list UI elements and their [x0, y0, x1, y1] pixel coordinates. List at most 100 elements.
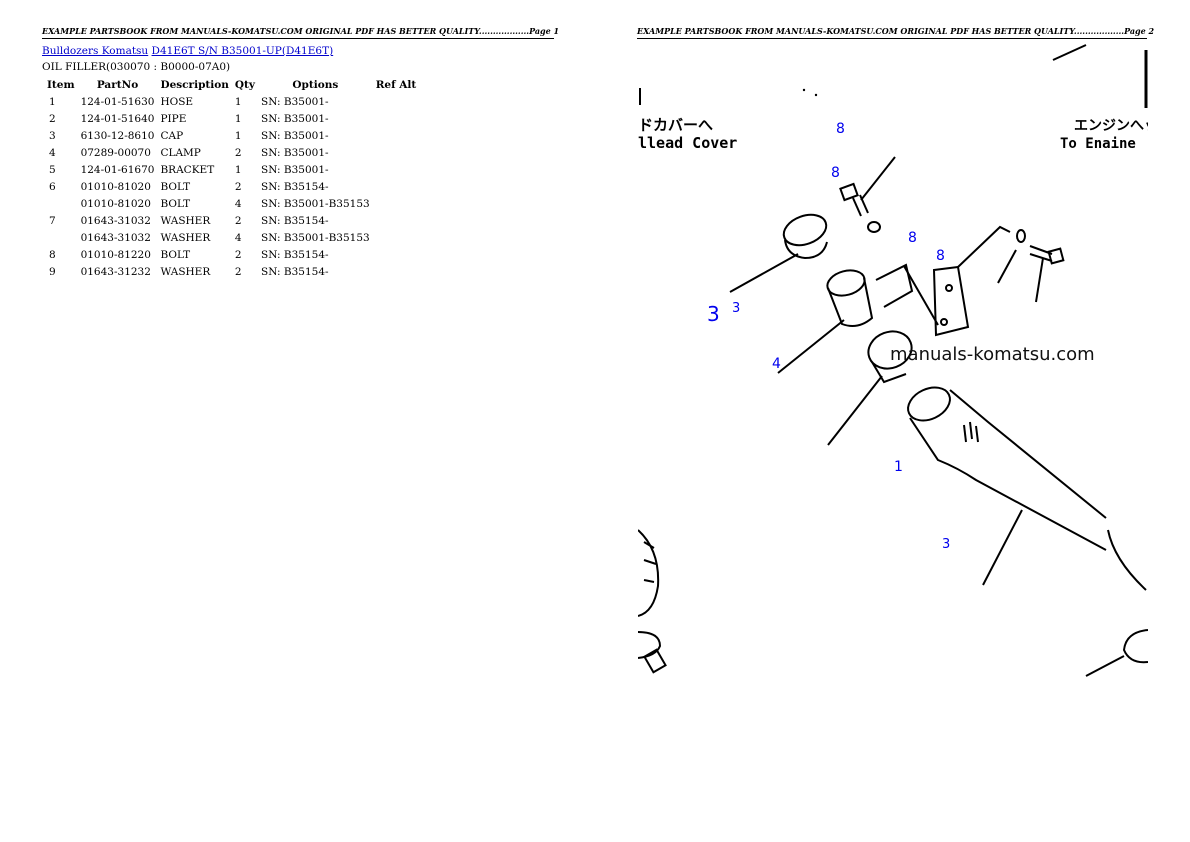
cell-ref-alt — [373, 212, 420, 229]
pipe-icon — [777, 269, 874, 374]
label-en-right: To Enaine — [1060, 136, 1136, 152]
cell-ref-alt — [373, 246, 420, 263]
cell-qty: 1 — [234, 112, 242, 125]
cell-ref-alt — [373, 161, 420, 178]
cell-description: WASHER — [160, 214, 211, 227]
cell-qty: 1 — [234, 163, 242, 176]
cell-partno: 01643-31032 — [80, 214, 151, 227]
hose-icon — [907, 386, 1147, 591]
watermark-text: manuals-komatsu.com — [890, 344, 1095, 365]
callout-8: 8 — [936, 248, 945, 264]
hose-cap-icon — [827, 330, 913, 446]
cell-description: CAP — [160, 129, 184, 142]
cell-partno: 01010-81020 — [80, 180, 151, 193]
callout-8: 8 — [831, 165, 840, 181]
cell-item: 6 — [49, 180, 56, 193]
cell-description: BOLT — [160, 180, 191, 193]
cell-ref-alt — [373, 127, 420, 144]
cell-qty: 1 — [234, 129, 242, 142]
cell-partno: 124-01-51630 — [80, 95, 155, 108]
col-header-item: Item — [47, 78, 75, 91]
cell-options: SN: B35154- — [261, 265, 329, 278]
cell-description: PIPE — [160, 112, 187, 125]
cell-options: SN: B35001- — [261, 146, 329, 159]
leader-line — [1052, 44, 1087, 61]
cell-ref-alt — [373, 195, 420, 212]
table-row: 01010-81020 BOLT 4 SN: B35001-B35153 — [44, 195, 419, 212]
page-header: EXAMPLE PARTSBOOK FROM MANUALS-KOMATSU.C… — [42, 26, 559, 39]
col-header-qty: Qty — [234, 78, 256, 91]
breadcrumb: Bulldozers Komatsu D41E6T S/N B35001-UP(… — [42, 45, 333, 57]
cell-ref-alt — [373, 229, 420, 246]
cell-description: HOSE — [160, 95, 194, 108]
cell-item: 7 — [49, 214, 56, 227]
cell-partno: 07289-00070 — [80, 146, 151, 159]
col-header-partno: PartNo — [96, 78, 139, 91]
callout-3: 3 — [942, 537, 950, 552]
label-en-left: llead Cover — [638, 134, 737, 152]
cell-qty: 2 — [234, 248, 242, 261]
cell-ref-alt — [373, 93, 420, 110]
clamp-icon — [875, 263, 939, 326]
page-1: EXAMPLE PARTSBOOK FROM MANUALS-KOMATSU.C… — [42, 26, 559, 280]
cell-item — [44, 229, 78, 246]
table-header-row: Item PartNo Description Qty Options Ref … — [44, 76, 419, 93]
label-jp-left: ドカバーへ — [638, 116, 713, 134]
breadcrumb-link-model[interactable]: D41E6T S/N B35001-UP(D41E6T) — [151, 45, 334, 57]
cell-qty: 2 — [234, 146, 242, 159]
washer-icon — [1016, 229, 1026, 243]
frame-fragment — [1122, 629, 1148, 664]
col-header-description: Description — [160, 78, 229, 91]
cell-item: 1 — [49, 95, 56, 108]
bolt-icon — [1029, 245, 1065, 303]
cell-item: 2 — [49, 112, 56, 125]
callout-3: 3 — [732, 301, 740, 316]
cell-description: CLAMP — [160, 146, 201, 159]
cell-ref-alt — [373, 178, 420, 195]
callout-8: 8 — [908, 230, 917, 246]
cell-description: BOLT — [160, 197, 191, 210]
page-header: EXAMPLE PARTSBOOK FROM MANUALS-KOMATSU.C… — [637, 26, 1154, 39]
cell-ref-alt — [373, 263, 420, 280]
page-2: EXAMPLE PARTSBOOK FROM MANUALS-KOMATSU.C… — [595, 0, 1190, 842]
bolt-icon — [839, 156, 896, 217]
col-header-options: Options — [292, 78, 339, 91]
cell-options: SN: B35001-B35153 — [261, 197, 370, 210]
bracket-icon — [932, 225, 1017, 337]
cell-qty: 4 — [234, 231, 242, 244]
cell-options: SN: B35001-B35153 — [261, 231, 370, 244]
washer-icon — [867, 221, 881, 233]
callout-1: 1 — [894, 459, 903, 475]
cell-description: BRACKET — [160, 163, 215, 176]
cell-partno: 01010-81220 — [80, 248, 151, 261]
frame-fragment — [638, 529, 660, 617]
exploded-parts-diagram: ドカバーへ llead Cover エンジンへッ To Enaine 8 8 8… — [638, 44, 1148, 677]
cell-partno: 124-01-51640 — [80, 112, 155, 125]
cell-partno: 6130-12-8610 — [80, 129, 155, 142]
cell-ref-alt — [373, 110, 420, 127]
cell-options: SN: B35154- — [261, 248, 329, 261]
cell-options: SN: B35001- — [261, 129, 329, 142]
cell-options: SN: B35001- — [261, 95, 329, 108]
cell-description: WASHER — [160, 265, 211, 278]
cell-description: WASHER — [160, 231, 211, 244]
cell-description: BOLT — [160, 248, 191, 261]
callout-4: 4 — [772, 356, 781, 372]
cell-item: 9 — [49, 265, 56, 278]
cell-qty: 4 — [234, 197, 242, 210]
cell-item: 5 — [49, 163, 56, 176]
table-row: 9 01643-31232 WASHER 2 SN: B35154- — [44, 263, 419, 280]
breadcrumb-link-category[interactable]: Bulldozers Komatsu — [42, 45, 149, 57]
cell-qty: 1 — [234, 95, 242, 108]
cell-partno: 01643-31232 — [80, 265, 151, 278]
cell-options: SN: B35154- — [261, 180, 329, 193]
cell-partno: 01010-81020 — [80, 197, 151, 210]
cell-options: SN: B35001- — [261, 163, 329, 176]
cell-qty: 2 — [234, 265, 242, 278]
